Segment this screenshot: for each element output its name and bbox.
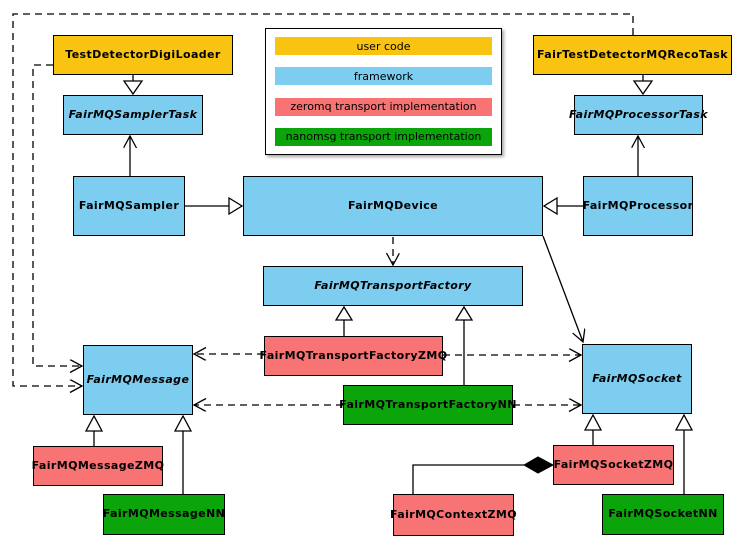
inheritance-recotask-processortask [632, 75, 654, 96]
node-fairmq-context-zmq: FairMQContextZMQ [390, 494, 517, 536]
node-fairmq-message-nn: FairMQMessageNN [103, 494, 225, 535]
legend-label: user code [356, 39, 411, 53]
node-label: FairMQMessageZMQ [31, 458, 165, 472]
inheritance-sampler-device [185, 196, 244, 216]
node-label: FairMQSamplerTask [68, 107, 198, 121]
legend: user code framework zeromq transport imp… [265, 28, 502, 155]
node-fairmq-processor: FairMQProcessor [583, 176, 693, 236]
node-label: FairMQContextZMQ [390, 507, 517, 521]
node-fairmq-socket-nn: FairMQSocketNN [602, 494, 724, 535]
node-test-detector-digi-loader: TestDetectorDigiLoader [53, 35, 233, 75]
inheritance-digiloader-samplertask [122, 75, 144, 96]
node-label: FairMQProcessorTask [569, 107, 709, 121]
inheritance-messagenn-message [173, 414, 193, 494]
node-label: FairMQSocket [592, 371, 682, 385]
node-fairmq-processor-task: FairMQProcessorTask [569, 95, 708, 135]
legend-item-user-code: user code [275, 37, 492, 55]
node-fairmq-socket: FairMQSocket [582, 344, 692, 414]
inheritance-factorynn-factory [454, 305, 474, 385]
node-label: FairMQSampler [78, 198, 180, 212]
inheritance-socketzmq-socket [583, 413, 603, 445]
node-label: FairTestDetectorMQRecoTask [537, 47, 728, 61]
node-fairmq-sampler: FairMQSampler [73, 176, 185, 236]
node-label: FairMQTransportFactoryZMQ [259, 348, 448, 362]
node-fairmq-transport-factory-nn: FairMQTransportFactoryNN [339, 385, 516, 425]
node-fair-test-detector-mq-reco-task: FairTestDetectorMQRecoTask [533, 35, 732, 75]
node-label: FairMQSocketNN [608, 507, 718, 521]
legend-label: nanomsg transport implementation [285, 130, 482, 144]
inheritance-socketnn-socket [674, 413, 694, 494]
node-label: FairMQProcessor [582, 198, 694, 212]
node-fairmq-socket-zmq: FairMQSocketZMQ [553, 445, 674, 485]
node-fairmq-message: FairMQMessage [83, 345, 193, 415]
node-label: FairMQTransportFactory [314, 278, 472, 292]
node-label: FairMQMessage [86, 372, 190, 386]
node-fairmq-sampler-task: FairMQSamplerTask [63, 95, 203, 135]
legend-label: framework [353, 69, 414, 83]
association-device-to-socket [542, 235, 583, 342]
inheritance-factoryzmq-factory [334, 305, 354, 336]
inheritance-processor-device [542, 196, 583, 216]
node-label: FairMQMessageNN [102, 507, 226, 521]
dependency-digiloader-to-message [32, 64, 82, 366]
node-label: FairMQDevice [347, 198, 439, 212]
composition-contextzmq-socketzmq [412, 456, 555, 494]
legend-item-zeromq: zeromq transport implementation [275, 97, 492, 116]
dependency-recotask-to-message [12, 13, 634, 386]
node-label: FairMQTransportFactoryNN [339, 397, 517, 411]
legend-label: zeromq transport implementation [290, 100, 477, 114]
node-label: FairMQSocketZMQ [553, 457, 674, 471]
inheritance-messagezmq-message [84, 414, 104, 446]
node-fairmq-device: FairMQDevice [243, 176, 543, 236]
node-label: TestDetectorDigiLoader [65, 47, 221, 61]
legend-item-nanomsg: nanomsg transport implementation [275, 127, 492, 146]
node-fairmq-transport-factory-zmq: FairMQTransportFactoryZMQ [260, 336, 447, 376]
legend-item-framework: framework [275, 67, 492, 86]
node-fairmq-message-zmq: FairMQMessageZMQ [31, 446, 165, 486]
node-fairmq-transport-factory: FairMQTransportFactory [263, 266, 523, 306]
